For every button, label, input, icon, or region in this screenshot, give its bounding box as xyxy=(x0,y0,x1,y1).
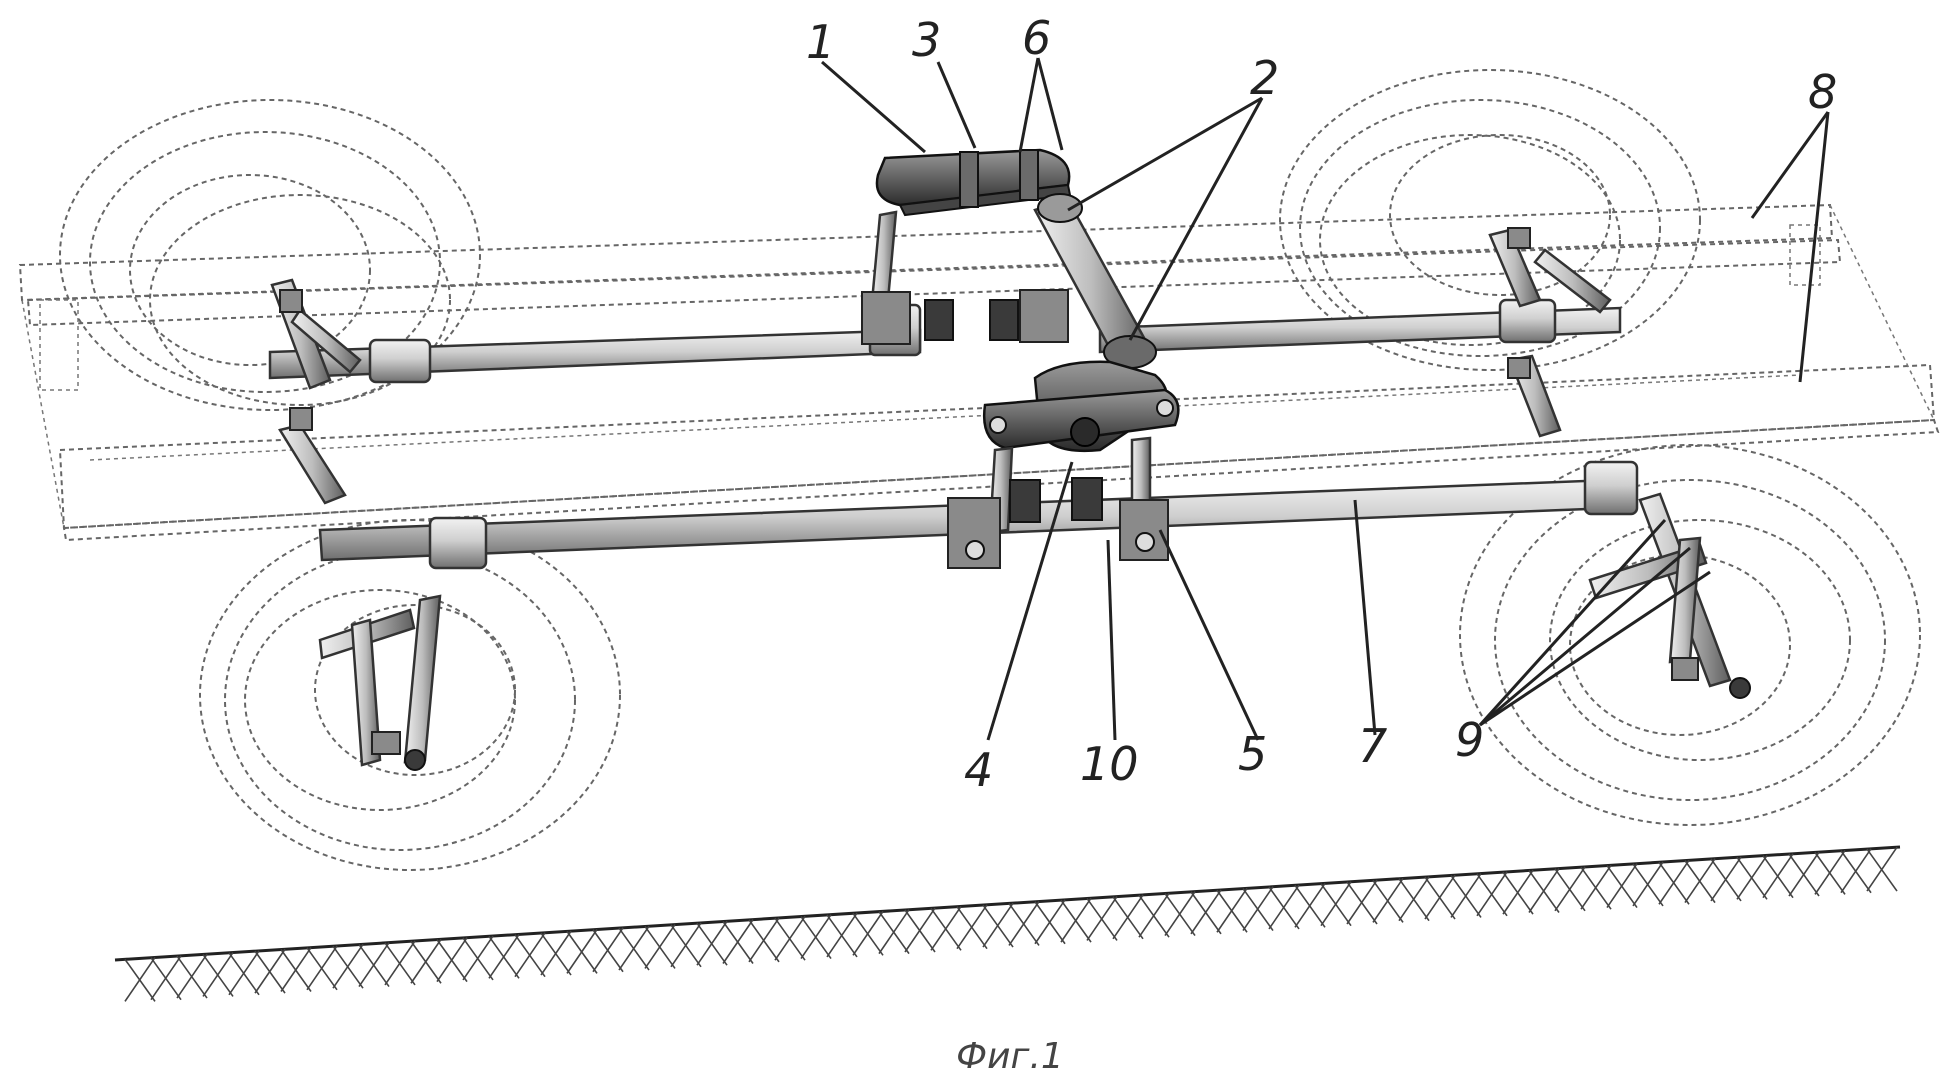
label-5: 5 xyxy=(1238,727,1267,781)
label-6: 6 xyxy=(1022,11,1051,65)
ground xyxy=(115,847,1900,1001)
label-3: 3 xyxy=(912,13,941,67)
label-7: 7 xyxy=(1358,719,1387,773)
label-2: 2 xyxy=(1250,51,1279,105)
figure-caption: Фиг.1 xyxy=(956,1036,1064,1077)
label-9: 9 xyxy=(1455,713,1484,767)
label-8: 8 xyxy=(1808,65,1837,119)
label-1: 1 xyxy=(806,15,835,69)
label-10: 10 xyxy=(1080,737,1139,791)
label-4: 4 xyxy=(964,743,993,797)
